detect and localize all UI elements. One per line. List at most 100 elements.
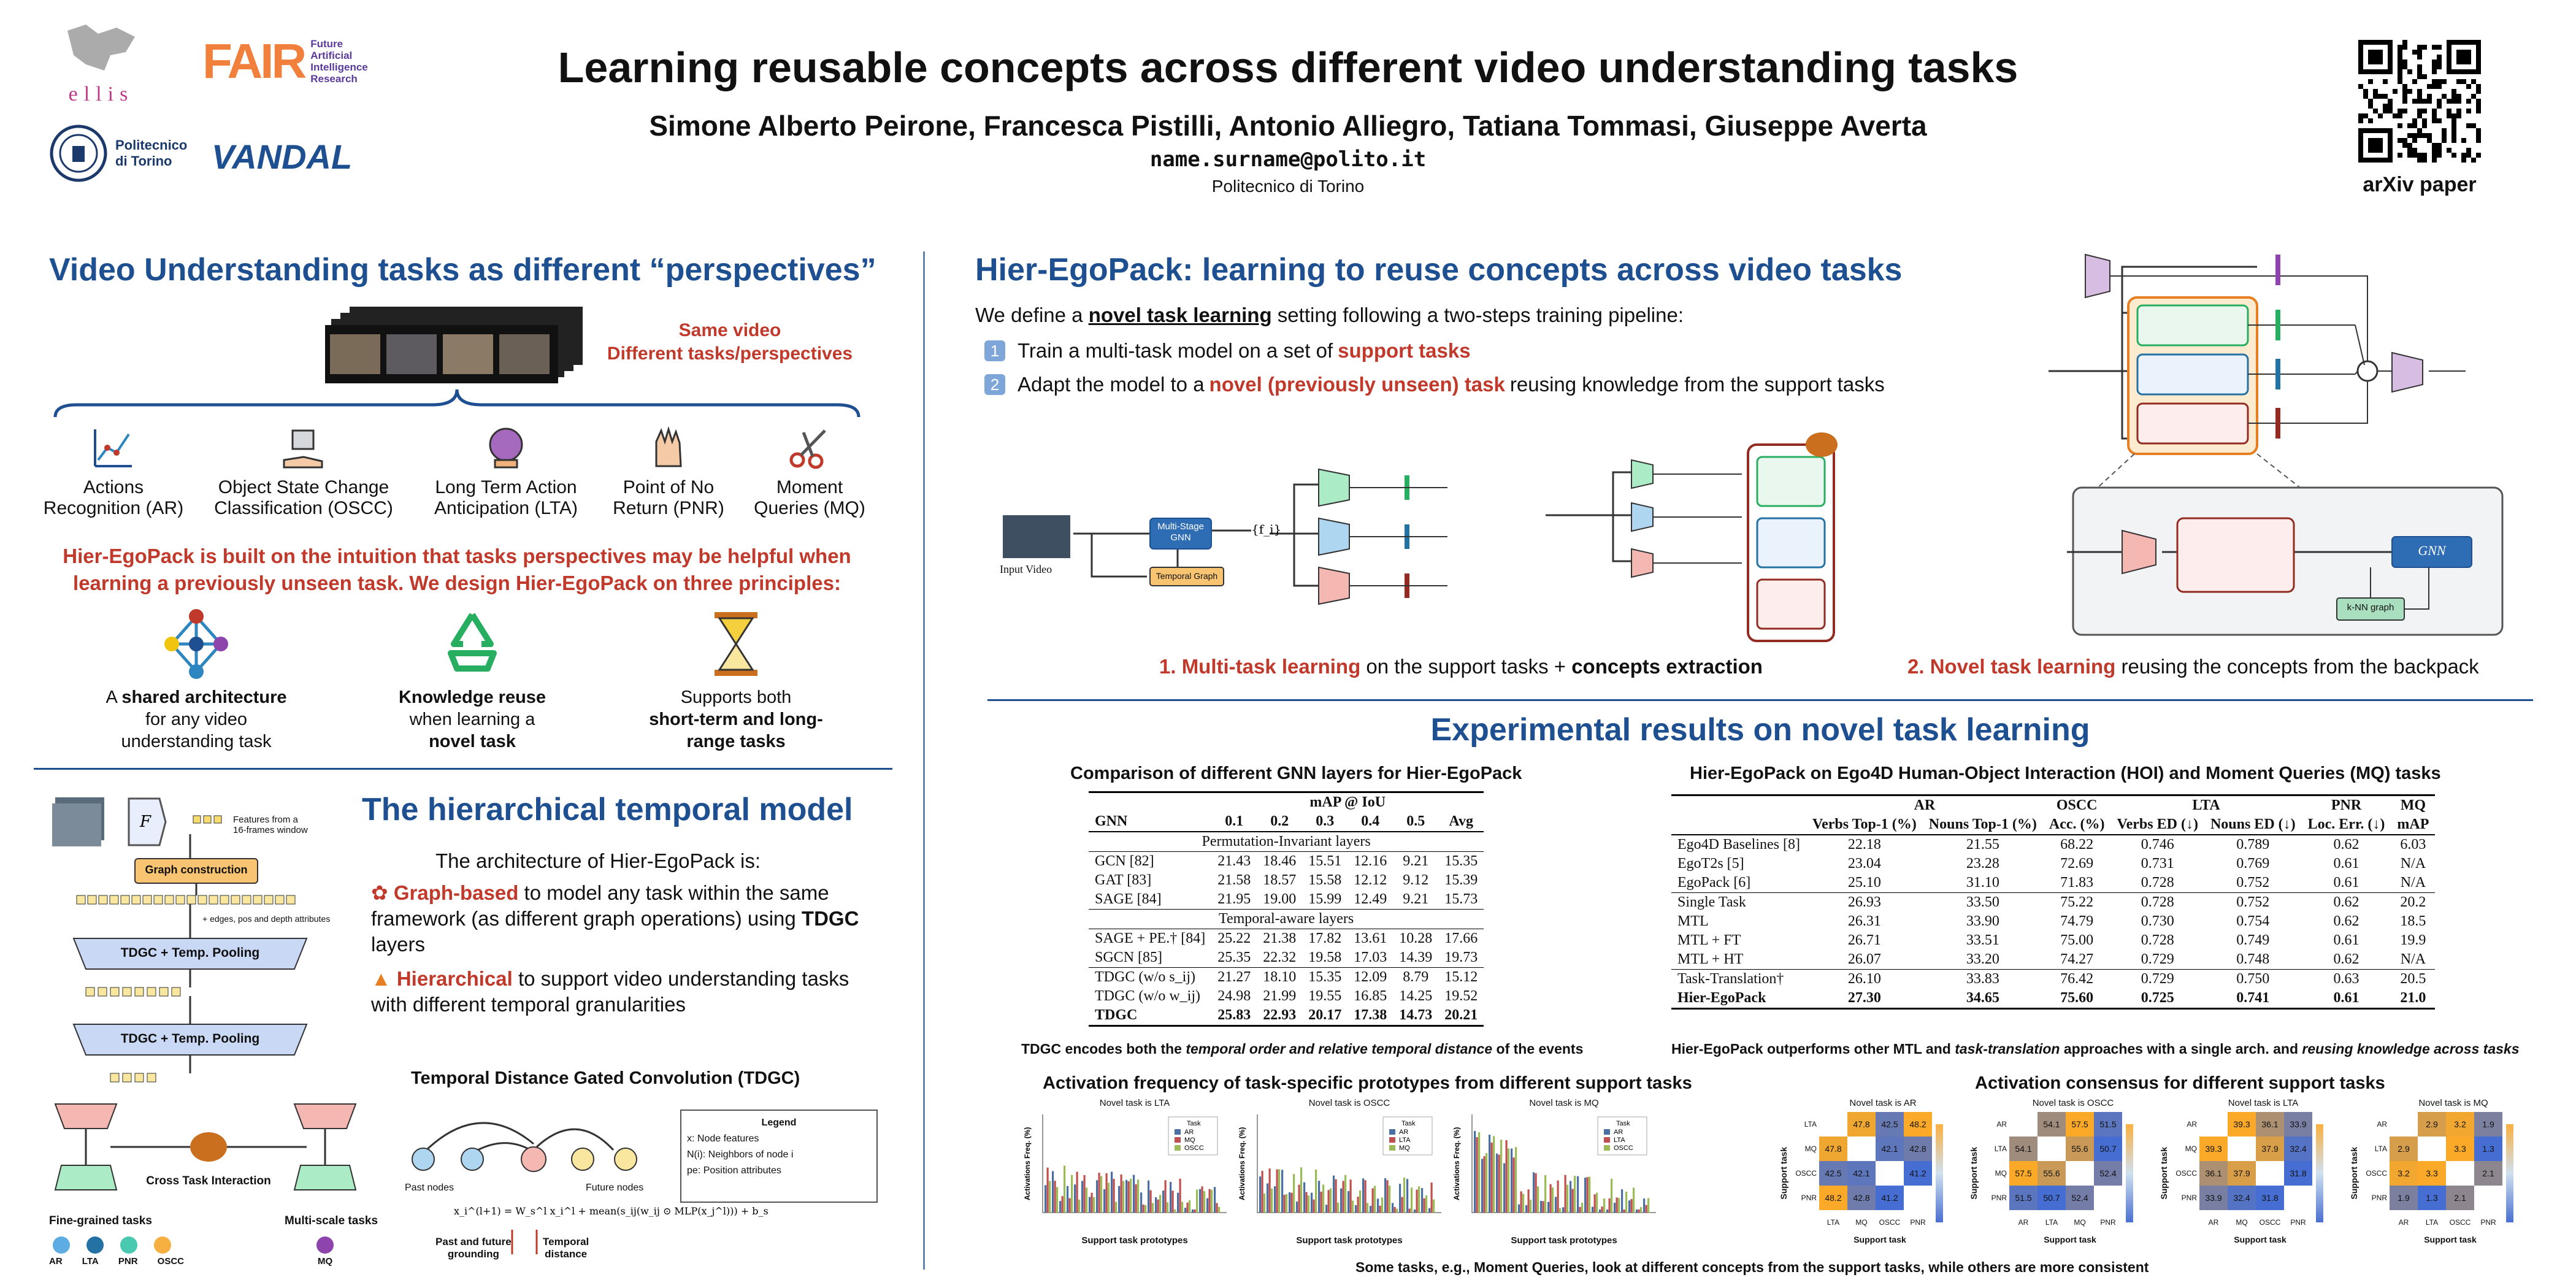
table-cell: 0.750	[2236, 971, 2270, 987]
table-cell: 0.741	[2236, 990, 2270, 1006]
heatmap-cell: 47.8	[1847, 1112, 1876, 1137]
activation-bar	[1096, 1180, 1098, 1213]
activation-bar	[1068, 1198, 1071, 1213]
polito-word: Politecnico	[115, 137, 188, 153]
tdgc-diagram: x_i^(l+1) = W_s^l x_i^l + mean(s_ij(w_ij…	[399, 1098, 889, 1270]
row-label: AR	[2377, 1120, 2387, 1129]
tdgc-block-1: TDGC + Temp. Pooling	[120, 946, 260, 960]
table-cell: 26.71	[1847, 932, 1881, 948]
future-nodes-label: Future nodes	[586, 1183, 644, 1193]
activation-bar	[1059, 1201, 1062, 1213]
table-cell: 33.83	[1966, 971, 1999, 987]
table-cell: 20.21	[1444, 1007, 1478, 1023]
heatmap-cell: 2.9	[2418, 1112, 2446, 1137]
activation-bar	[1544, 1175, 1547, 1213]
activation-bar	[1293, 1174, 1295, 1213]
table-cell: EgoPack [6]	[1677, 875, 1751, 891]
activation-bar	[1322, 1184, 1325, 1213]
activation-bar	[1571, 1189, 1574, 1213]
activation-bar	[1411, 1187, 1413, 1213]
activation-bar	[1621, 1189, 1623, 1213]
legend-title: Legend	[761, 1117, 797, 1128]
table-cell: 21.38	[1263, 930, 1297, 946]
heatmap-cell: 54.1	[2037, 1112, 2066, 1137]
table-cell: 25.83	[1217, 1007, 1251, 1023]
table-cell: N/A	[2400, 951, 2426, 967]
heatmap-cell: 48.2	[1904, 1112, 1932, 1137]
table-header-cell: PNR	[2331, 797, 2362, 813]
tdgc-legend: Legend x: Node features N(i): Neighbors …	[687, 1115, 871, 1179]
table-header-cell: 0.3	[1316, 813, 1335, 829]
panel-title: Novel task is AR	[1849, 1098, 1917, 1108]
table-cell: 22.32	[1263, 949, 1297, 965]
activation-bar	[1046, 1167, 1049, 1213]
activation-bar	[1384, 1178, 1387, 1213]
colorbar	[1936, 1124, 1943, 1222]
email[interactable]: name.surname@polito.it	[1149, 147, 1427, 172]
step-1-icon: 1	[984, 340, 1005, 361]
table-cell: 74.79	[2060, 913, 2094, 929]
legend-swatch	[1175, 1145, 1181, 1151]
table-cell: 15.12	[1444, 969, 1478, 985]
activation-bar	[1496, 1153, 1498, 1213]
multi-scale-label: Multi-scale tasks	[284, 1214, 378, 1227]
logo-vandal: VANDAL	[212, 132, 359, 181]
legend-swatch	[1604, 1137, 1610, 1143]
heatmap-cell: 3.3	[2418, 1161, 2446, 1186]
table-header-cell: 0.1	[1225, 813, 1244, 829]
activation-bar	[1177, 1192, 1179, 1213]
step-2-icon: 2	[984, 374, 1005, 395]
table-cell: GAT [83]	[1095, 872, 1152, 888]
fine-task: LTA	[82, 1256, 99, 1267]
table-cell: 17.38	[1354, 1007, 1387, 1023]
table-cell: 15.73	[1444, 891, 1478, 907]
activation-bar	[1120, 1174, 1122, 1213]
table-header-cell: LTA	[2192, 797, 2220, 813]
table-header-cell: Verbs Top-1 (%)	[1812, 816, 1917, 832]
table-cell: 0.63	[2333, 971, 2359, 987]
table-cell: 21.99	[1263, 988, 1297, 1004]
activation-bar	[1349, 1179, 1352, 1213]
heatmap-cell	[2390, 1112, 2418, 1137]
activation-bar	[1581, 1203, 1584, 1213]
table1-title: Comparison of different GNN layers for H…	[1070, 764, 1522, 783]
heatmap-cell: 54.1	[2009, 1137, 2037, 1161]
caption-multi-task: 1. Multi-task learning on the support ta…	[1159, 655, 1763, 678]
activation-bar	[1278, 1169, 1281, 1213]
y-axis-label: Activations Freq. (%)	[1023, 1127, 1032, 1200]
legend-label: LTA	[1614, 1137, 1625, 1144]
row-label: OSCC	[1795, 1169, 1817, 1178]
table-cell: EgoT2s [5]	[1677, 856, 1744, 872]
activation-title: Activation frequency of task-specific pr…	[1043, 1073, 1692, 1093]
activation-bar	[1647, 1198, 1650, 1213]
arch-point-graph: ✿ Graph-based to model any task within t…	[371, 880, 880, 957]
activation-bar	[1579, 1206, 1581, 1213]
activation-bar	[1164, 1180, 1167, 1213]
graph-construction-label: Graph construction	[145, 864, 248, 876]
activation-bar	[1379, 1205, 1381, 1213]
activation-bar	[1537, 1186, 1539, 1213]
activation-bar	[1633, 1187, 1635, 1213]
table-header-cell: 0.5	[1406, 813, 1425, 829]
activation-bar	[1367, 1203, 1369, 1213]
features-note: Features from a 16-frames window	[233, 815, 308, 835]
principle-shared-arch: A shared architecture for any video unde…	[92, 607, 301, 761]
activation-bar	[1098, 1173, 1100, 1213]
caption-novel-task: 2. Novel task learning reusing the conce…	[1907, 655, 2479, 678]
activation-bar	[1522, 1194, 1525, 1213]
section-title-hier-egopack: Hier-EgoPack: learning to reuse concepts…	[975, 252, 1903, 288]
tdgc-title: Temporal Distance Gated Convolution (TDG…	[411, 1068, 800, 1088]
activation-bar	[1636, 1209, 1638, 1213]
legend-item: x: Node features	[687, 1133, 759, 1144]
table-cell: 0.754	[2236, 913, 2270, 929]
col-label: AR	[2208, 1218, 2219, 1227]
qr-code[interactable]: arXiv paper	[2358, 40, 2481, 196]
activation-bar	[1308, 1195, 1310, 1213]
col-label: MQ	[2236, 1218, 2248, 1227]
panel-title: Novel task is LTA	[1099, 1098, 1170, 1108]
arch-intro: The architecture of Hier-EgoPack is:	[435, 849, 761, 872]
activation-bar	[1643, 1198, 1646, 1213]
